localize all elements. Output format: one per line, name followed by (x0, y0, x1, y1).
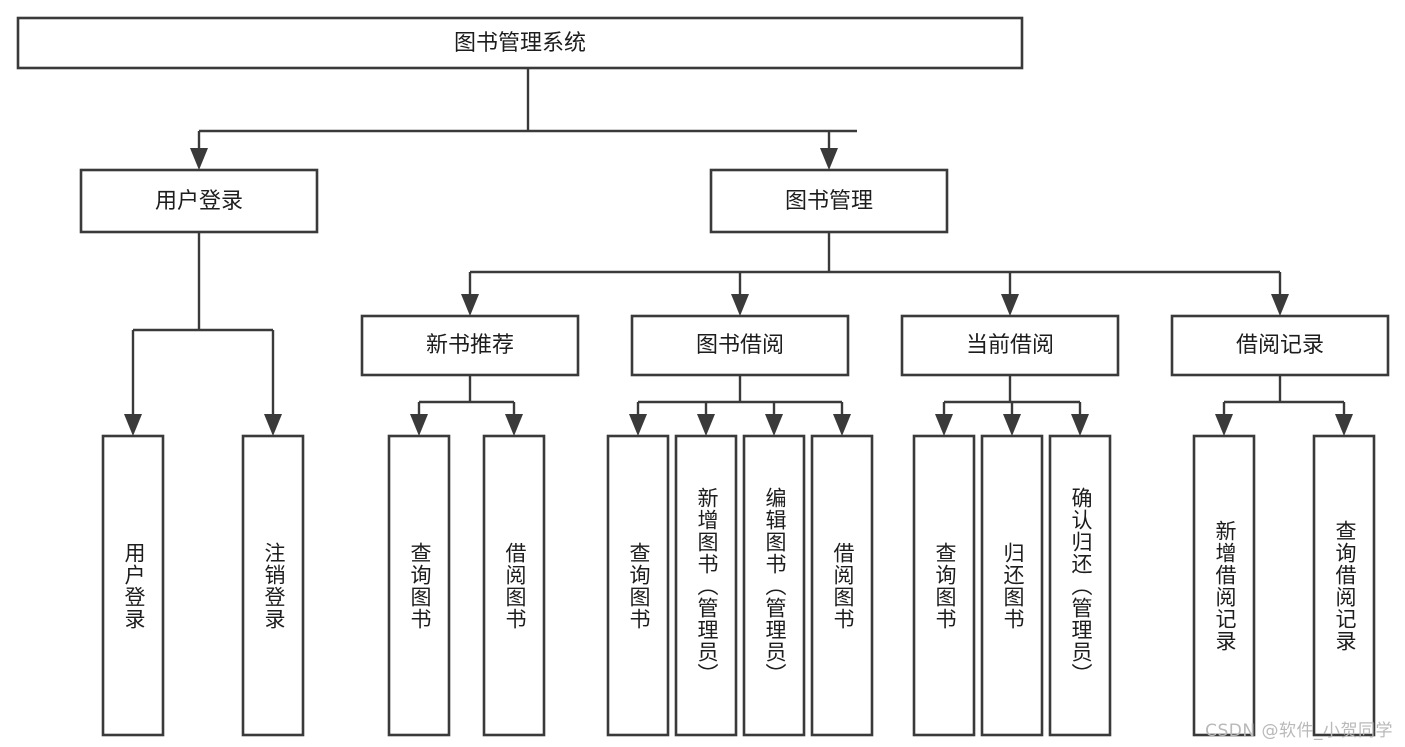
node-root-label: 图书管理系统 (454, 31, 586, 56)
arrowhead-book-borrow (731, 294, 749, 316)
arrowhead-leaf-query-book-3 (935, 414, 953, 436)
arrowhead-leaf-edit-book (765, 414, 783, 436)
leaf-query-book-2-label: 查询图书 (626, 541, 651, 630)
node-book-borrow-label: 图书借阅 (696, 333, 784, 358)
node-book-borrow[interactable]: 图书借阅 (630, 314, 850, 377)
arrowhead-leaf-user-login (124, 414, 142, 436)
arrowhead-leaf-logout (264, 414, 282, 436)
node-book-manage-box[interactable] (709, 168, 949, 234)
node-current-borrow-label: 当前借阅 (966, 333, 1054, 358)
node-root-box[interactable] (16, 16, 1024, 70)
node-root-system[interactable]: 图书管理系统 (16, 16, 1024, 70)
leaf-edit-book-box[interactable] (742, 434, 806, 737)
leaf-query-record-box[interactable] (1312, 434, 1376, 737)
leaf-query-book-3-box[interactable] (912, 434, 976, 737)
leaf-node-layer (101, 434, 1376, 737)
leaf-add-book-label: 新增图书（管理员） (694, 486, 719, 685)
arrowhead-current-borrow (1001, 294, 1019, 316)
leaf-query-book-1-box[interactable] (387, 434, 451, 737)
node-new-book-rec[interactable]: 新书推荐 (360, 314, 580, 377)
arrowhead-leaf-borrow-book-2 (833, 414, 851, 436)
arrowhead-leaf-borrow-book-1 (505, 414, 523, 436)
connector-layer (124, 68, 1353, 436)
arrowhead-book-manage (820, 148, 838, 170)
leaf-return-book-box[interactable] (980, 434, 1044, 737)
arrowhead-leaf-return-book (1003, 414, 1021, 436)
leaf-borrow-book-2-box[interactable] (810, 434, 874, 737)
arrowhead-leaf-add-book (697, 414, 715, 436)
node-user-login[interactable]: 用户登录 (79, 168, 319, 234)
node-user-login-label: 用户登录 (155, 189, 243, 214)
node-book-manage[interactable]: 图书管理 (709, 168, 949, 234)
leaf-query-record-label: 查询借阅记录 (1332, 519, 1357, 652)
leaf-query-book-1-label: 查询图书 (407, 541, 432, 630)
leaf-user-login-box[interactable] (101, 434, 165, 737)
node-book-manage-label: 图书管理 (785, 189, 873, 214)
leaf-query-book-3-label: 查询图书 (932, 541, 957, 630)
node-user-login-box[interactable] (79, 168, 319, 234)
leaf-borrow-book-2-label: 借阅图书 (830, 541, 855, 630)
node-borrow-record-label: 借阅记录 (1236, 333, 1324, 358)
arrowhead-leaf-query-book-2 (629, 414, 647, 436)
node-book-borrow-box[interactable] (630, 314, 850, 377)
leaf-logout-box[interactable] (241, 434, 305, 737)
node-new-book-rec-box[interactable] (360, 314, 580, 377)
leaf-add-record-box[interactable] (1192, 434, 1256, 737)
leaf-borrow-book-1-box[interactable] (482, 434, 546, 737)
leaf-user-login-label: 用户登录 (121, 541, 146, 630)
leaf-add-book-box[interactable] (674, 434, 738, 737)
arrowhead-leaf-confirm-return (1071, 414, 1089, 436)
leaf-return-book-label: 归还图书 (1000, 541, 1025, 630)
node-borrow-record-box[interactable] (1170, 314, 1390, 377)
leaf-logout-label: 注销登录 (261, 541, 286, 630)
arrowhead-leaf-query-book-1 (410, 414, 428, 436)
node-current-borrow-box[interactable] (900, 314, 1120, 377)
arrowhead-user-login (190, 148, 208, 170)
node-borrow-record[interactable]: 借阅记录 (1170, 314, 1390, 377)
leaf-query-book-2-box[interactable] (606, 434, 670, 737)
leaf-borrow-book-1-label: 借阅图书 (502, 541, 527, 630)
arrowhead-new-book-rec (461, 294, 479, 316)
leaf-add-record-label: 新增借阅记录 (1212, 519, 1237, 652)
arrowhead-borrow-record (1271, 294, 1289, 316)
arrowhead-leaf-add-record (1215, 414, 1233, 436)
leaf-confirm-return-label: 确认归还（管理员） (1068, 486, 1093, 685)
node-current-borrow[interactable]: 当前借阅 (900, 314, 1120, 377)
leaf-confirm-return-box[interactable] (1048, 434, 1112, 737)
node-new-book-rec-label: 新书推荐 (426, 333, 514, 358)
leaf-edit-book-label: 编辑图书（管理员） (762, 486, 787, 685)
arrowhead-leaf-query-record (1335, 414, 1353, 436)
